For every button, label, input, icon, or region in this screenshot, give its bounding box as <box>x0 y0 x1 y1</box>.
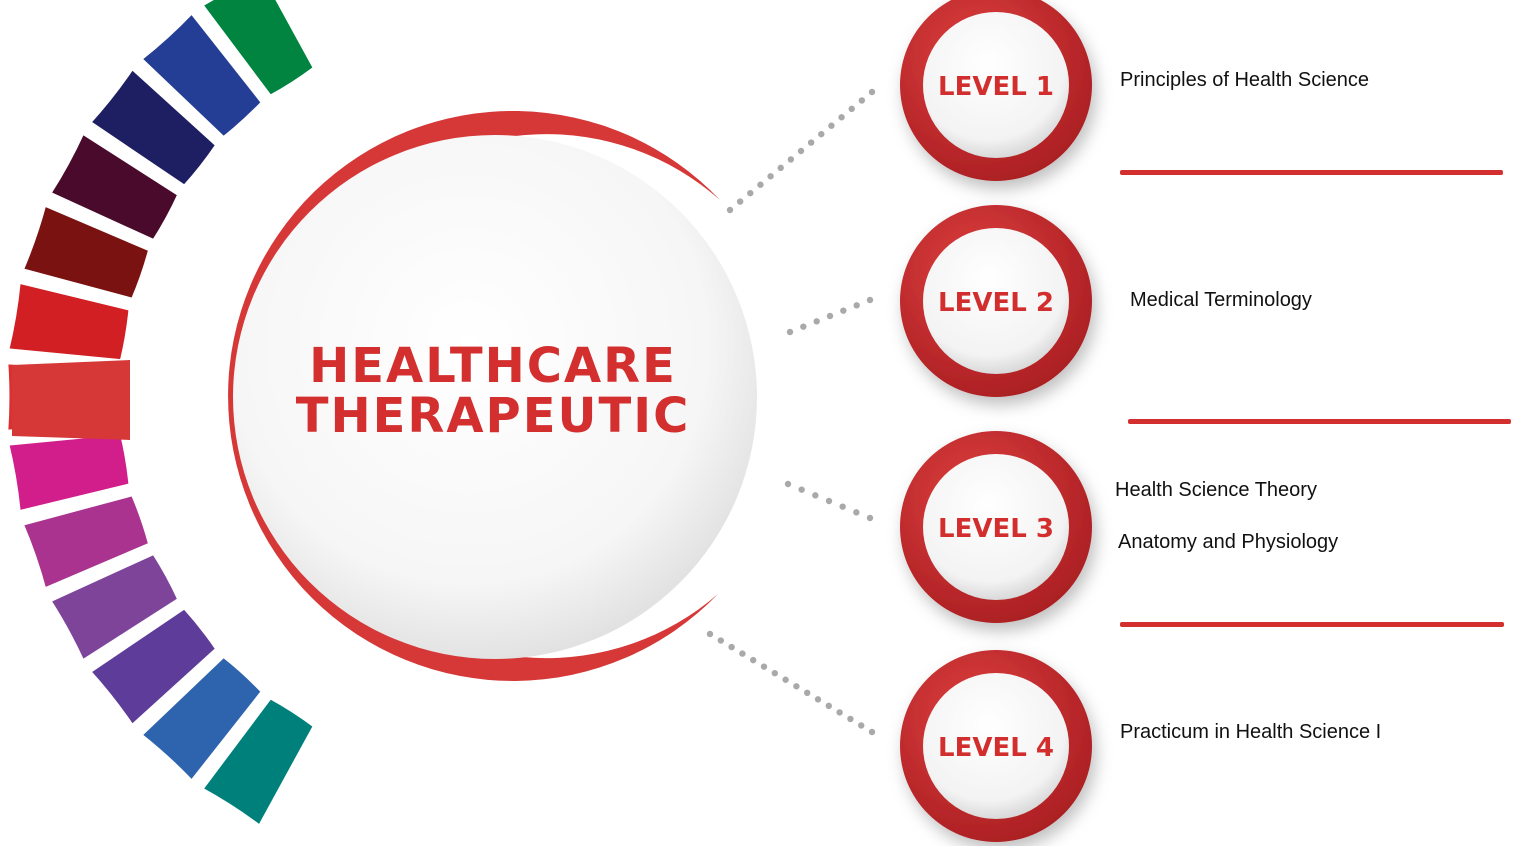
connector-dot <box>858 97 866 104</box>
ring-segment <box>198 694 318 830</box>
connector-dot <box>848 105 855 113</box>
level-divider <box>1128 419 1511 424</box>
level-2-course: Medical Terminology <box>1130 289 1312 311</box>
hub-title-line-1: HEALTHCARE <box>309 338 677 394</box>
level-divider <box>1120 622 1504 627</box>
connector-level-1 <box>726 88 876 214</box>
level-2-badge: LEVEL 2 <box>900 205 1092 397</box>
connector-dot <box>847 715 854 723</box>
level-4-course: Practicum in Health Science I <box>1120 721 1382 743</box>
connector-dot <box>797 147 805 155</box>
connector-dot <box>814 696 822 703</box>
connector-dot <box>853 302 860 309</box>
connector-dot <box>717 637 724 644</box>
level-3-badge: LEVEL 3 <box>900 431 1092 623</box>
connector-dot <box>812 492 819 499</box>
level-4-badge: LEVEL 4 <box>900 650 1092 842</box>
connector-dot <box>866 514 874 522</box>
connector-dot <box>739 650 746 657</box>
connector-dot <box>825 702 832 710</box>
ring-segment <box>4 430 133 515</box>
connector-dot <box>868 728 876 736</box>
connector-dot <box>853 509 860 516</box>
level-divider <box>1120 170 1503 175</box>
level-4-label: LEVEL 4 <box>938 733 1054 763</box>
hub-circle <box>233 135 757 659</box>
ring-segment <box>198 0 318 100</box>
connector-level-3 <box>784 480 874 522</box>
connector-dot <box>838 114 845 121</box>
connector-dot <box>782 676 789 683</box>
connector-dot <box>826 312 834 320</box>
connector-dot <box>858 722 865 729</box>
connector-dot <box>757 181 764 188</box>
connector-dot <box>828 122 835 129</box>
level-3-course-1: Health Science Theory <box>1115 479 1317 501</box>
connector-dot <box>750 656 757 664</box>
connector-dot <box>787 156 795 163</box>
ring-segment <box>4 279 133 364</box>
level-1-badge: LEVEL 1 <box>900 0 1092 181</box>
connector-dot <box>800 323 807 330</box>
connector-dot <box>771 670 778 677</box>
ring-segment <box>18 491 153 593</box>
ring-segment <box>137 9 266 141</box>
connector-dot <box>777 164 784 172</box>
connector-dot <box>866 296 874 304</box>
connector-dot <box>706 630 714 638</box>
connector-dot <box>767 173 774 180</box>
ring-segment <box>137 653 266 785</box>
ring-segment <box>46 129 182 244</box>
hub-title-line-2: THERAPEUTIC <box>296 388 691 444</box>
connector-dot <box>728 643 735 651</box>
connector-dot <box>798 486 805 493</box>
connector-dot <box>726 206 734 214</box>
ring-segment <box>86 64 220 190</box>
cluster-band-tab <box>12 360 130 440</box>
connector-dot <box>807 139 815 146</box>
ring-segment <box>86 604 220 730</box>
connector-level-2 <box>786 296 874 336</box>
connector-dot <box>818 130 825 138</box>
level-3-course-2: Anatomy and Physiology <box>1118 531 1339 553</box>
connector-dot <box>786 328 794 336</box>
cluster-label: HEALTH SCIENCE <box>131 236 212 557</box>
connector-dot <box>868 88 876 96</box>
level-2-label: LEVEL 2 <box>938 288 1054 318</box>
connector-dot <box>736 198 744 205</box>
connector-dot <box>747 189 754 197</box>
ring-segment <box>18 201 153 303</box>
connector-dot <box>813 318 820 325</box>
connector-dot <box>840 307 847 314</box>
connector-dot <box>839 503 846 510</box>
level-3-label: LEVEL 3 <box>938 514 1054 544</box>
connector-dot <box>793 683 800 690</box>
connector-dot <box>784 480 792 488</box>
level-1-label: LEVEL 1 <box>938 72 1054 102</box>
connector-dot <box>836 709 843 716</box>
connector-level-4 <box>706 630 876 736</box>
connector-dot <box>760 663 768 670</box>
ring-segment <box>46 550 182 665</box>
connector-dot <box>825 497 833 505</box>
connector-dot <box>804 689 811 696</box>
level-1-course: Principles of Health Science <box>1120 69 1370 91</box>
